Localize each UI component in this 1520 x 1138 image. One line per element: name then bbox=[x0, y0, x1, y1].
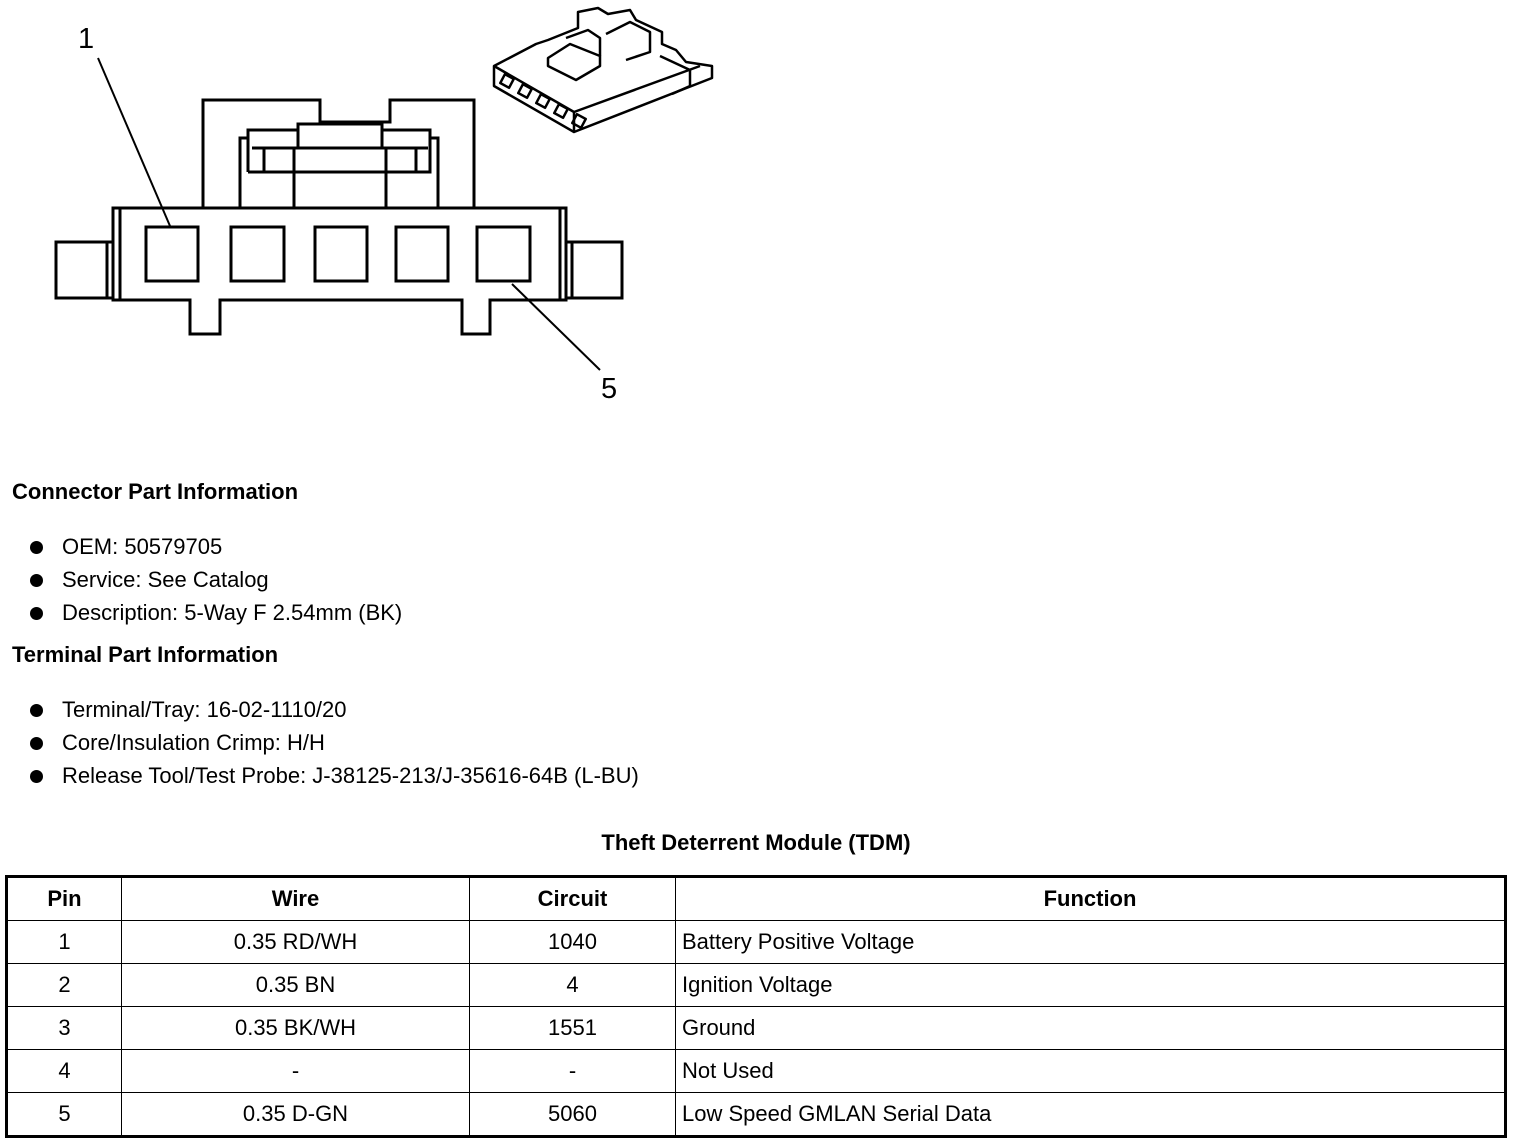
bullet-icon bbox=[30, 770, 43, 783]
bullet-icon bbox=[30, 607, 43, 620]
header-pin: Pin bbox=[6, 876, 122, 921]
pin-cavity-1 bbox=[144, 225, 200, 283]
list-item: Terminal/Tray: 16-02-1110/20 bbox=[26, 693, 639, 726]
connector-diagram: 1 5 bbox=[54, 6, 714, 405]
latch-tab bbox=[296, 122, 384, 148]
table-title: Theft Deterrent Module (TDM) bbox=[601, 830, 911, 855]
table-row: 3 0.35 BK/WH 1551 Ground bbox=[6, 1006, 1506, 1050]
cell-pin: 5 bbox=[6, 1092, 122, 1137]
cell-function: Ground bbox=[675, 1006, 1506, 1050]
leader-line-1 bbox=[97, 57, 171, 227]
connector-3d-view bbox=[492, 6, 714, 134]
connector-part-heading: Connector Part Information bbox=[12, 479, 299, 504]
leader-line-5 bbox=[511, 283, 601, 371]
cell-wire: 0.35 BN bbox=[121, 963, 470, 1007]
table-row: 4 - - Not Used bbox=[6, 1049, 1506, 1093]
header-function: Function bbox=[675, 876, 1506, 921]
latch-body bbox=[246, 128, 432, 174]
terminal-part-heading: Terminal Part Information bbox=[12, 642, 279, 667]
cell-wire: 0.35 D-GN bbox=[121, 1092, 470, 1137]
cell-circuit: 1040 bbox=[469, 920, 676, 964]
cell-function: Not Used bbox=[675, 1049, 1506, 1093]
callout-1: 1 bbox=[78, 23, 94, 55]
list-item: Description: 5-Way F 2.54mm (BK) bbox=[26, 596, 402, 629]
table-header-row: Pin Wire Circuit Function bbox=[6, 876, 1506, 921]
cell-pin: 4 bbox=[6, 1049, 122, 1093]
cell-pin: 2 bbox=[6, 963, 122, 1007]
cell-pin: 1 bbox=[6, 920, 122, 964]
bullet-icon bbox=[30, 737, 43, 750]
connector-ear-right bbox=[566, 240, 624, 300]
cell-function: Ignition Voltage bbox=[675, 963, 1506, 1007]
pin-cavity-3 bbox=[313, 225, 369, 283]
pin-cavity-2 bbox=[229, 225, 286, 283]
cell-circuit: 5060 bbox=[469, 1092, 676, 1137]
pin-cavity-4 bbox=[394, 225, 450, 283]
terminal-part-list: Terminal/Tray: 16-02-1110/20 Core/Insula… bbox=[26, 693, 639, 792]
cell-wire: 0.35 BK/WH bbox=[121, 1006, 470, 1050]
list-item: Service: See Catalog bbox=[26, 563, 402, 596]
connector-housing-top bbox=[203, 100, 318, 208]
table-row: 5 0.35 D-GN 5060 Low Speed GMLAN Serial … bbox=[6, 1092, 1506, 1137]
pinout-table: Pin Wire Circuit Function 1 0.35 RD/WH 1… bbox=[5, 875, 1507, 1138]
cell-wire: - bbox=[121, 1049, 470, 1093]
connector-ear-left bbox=[54, 240, 113, 300]
header-wire: Wire bbox=[121, 876, 470, 921]
bullet-icon bbox=[30, 574, 43, 587]
header-circuit: Circuit bbox=[469, 876, 676, 921]
table-row: 1 0.35 RD/WH 1040 Battery Positive Volta… bbox=[6, 920, 1506, 964]
connector-part-list: OEM: 50579705 Service: See Catalog Descr… bbox=[26, 530, 402, 629]
connector-body bbox=[111, 206, 568, 336]
list-item: Core/Insulation Crimp: H/H bbox=[26, 726, 639, 759]
list-item: OEM: 50579705 bbox=[26, 530, 402, 563]
table-row: 2 0.35 BN 4 Ignition Voltage bbox=[6, 963, 1506, 1007]
cell-pin: 3 bbox=[6, 1006, 122, 1050]
cell-wire: 0.35 RD/WH bbox=[121, 920, 470, 964]
cell-circuit: 1551 bbox=[469, 1006, 676, 1050]
list-item: Release Tool/Test Probe: J-38125-213/J-3… bbox=[26, 759, 639, 792]
cell-function: Battery Positive Voltage bbox=[675, 920, 1506, 964]
bullet-icon bbox=[30, 541, 43, 554]
cell-function: Low Speed GMLAN Serial Data bbox=[675, 1092, 1506, 1137]
callout-5: 5 bbox=[601, 373, 617, 405]
connector-latch-housing bbox=[201, 98, 476, 208]
cell-circuit: 4 bbox=[469, 963, 676, 1007]
bullet-icon bbox=[30, 704, 43, 717]
pin-cavity-5 bbox=[475, 225, 532, 283]
cell-circuit: - bbox=[469, 1049, 676, 1093]
